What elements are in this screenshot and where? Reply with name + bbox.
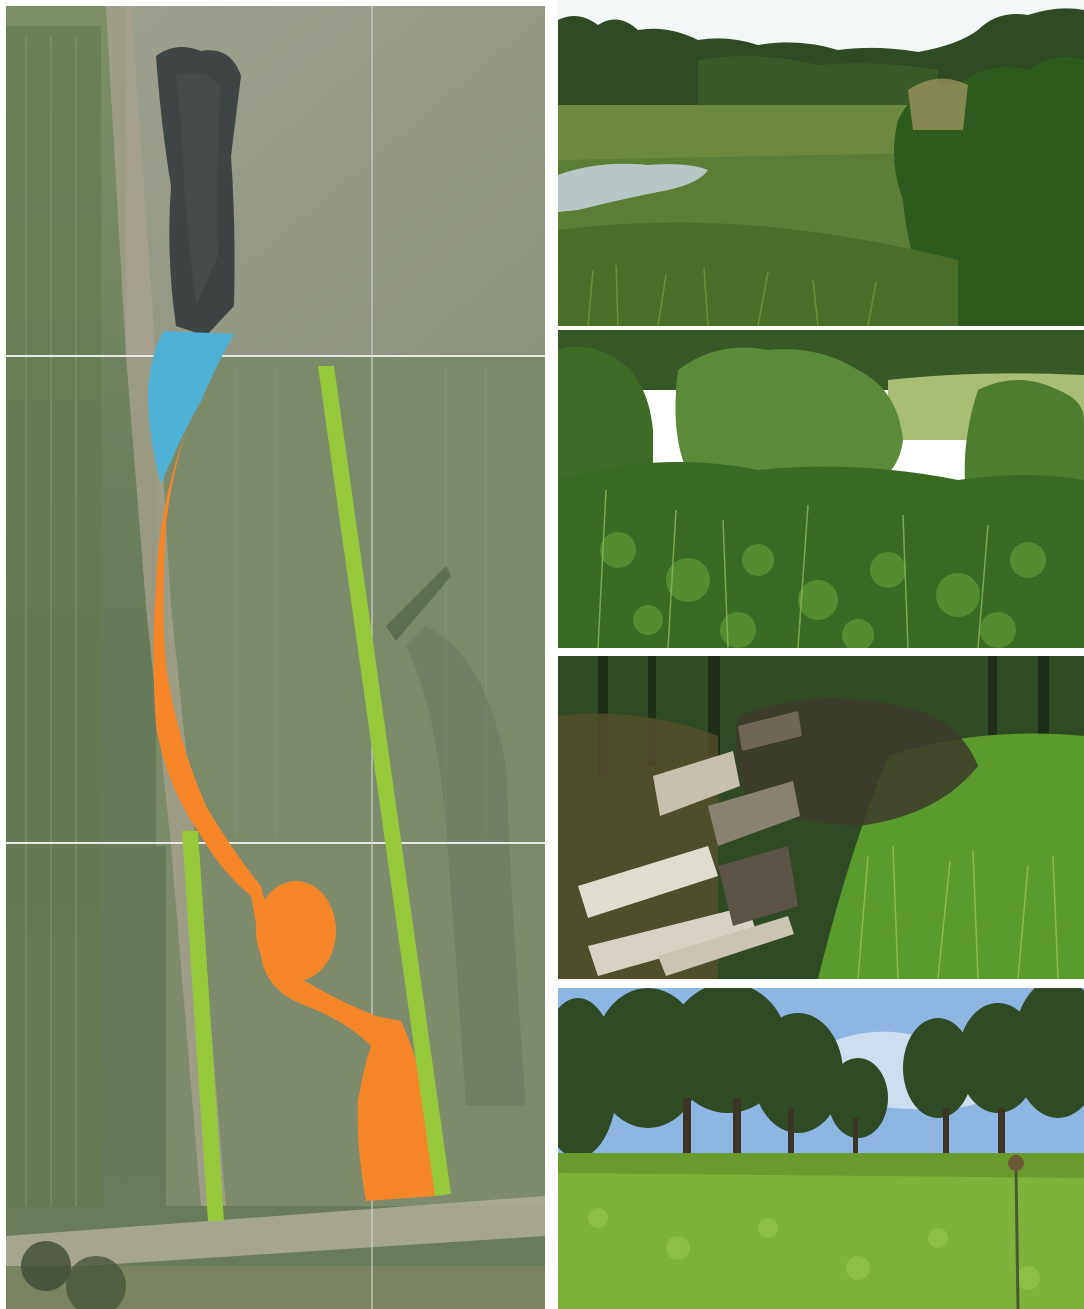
planting-bulge: [256, 881, 336, 981]
deadwood-pile-photo: [558, 656, 1084, 979]
pond-polygon: [148, 331, 234, 484]
pond-water: [558, 163, 708, 212]
wet-meadow-photo: [558, 0, 1084, 326]
tree-crowns: [558, 988, 1084, 1158]
hedge-line-left: [182, 831, 224, 1221]
dry-grass: [908, 78, 968, 130]
nettle-leaves: [600, 532, 1046, 648]
field-strip: [6, 26, 101, 1206]
shrub-hedge-svg: [558, 330, 1084, 648]
deadwood-pile-svg: [558, 656, 1084, 979]
meadow: [558, 1153, 1084, 1309]
meadow-shade: [558, 1153, 1084, 1178]
planting-strip: [153, 426, 436, 1201]
meadow-texture: [588, 1208, 1040, 1290]
grass-blades: [587, 264, 877, 326]
field-texture: [25, 36, 487, 1206]
bush-bottom-left-2: [66, 1256, 126, 1309]
tree-line-light: [698, 56, 938, 110]
tree-row-shadow: [406, 626, 526, 1106]
tree-trunks: [683, 1098, 1005, 1158]
aerial-map-svg: [6, 6, 545, 1309]
bush-bottom-left: [21, 1241, 71, 1291]
hedge-line-right: [318, 366, 451, 1196]
wetland-patch-inner: [176, 72, 221, 307]
willow-shrub: [675, 347, 903, 490]
shrub-hedge-photo: [558, 330, 1084, 648]
foreground-grass: [558, 222, 958, 326]
tree-row-svg: [558, 988, 1084, 1309]
grass-blades: [857, 845, 1059, 979]
tree-shadow: [386, 566, 451, 641]
thistle-head: [1008, 1155, 1024, 1171]
thistle-stem: [1014, 1167, 1020, 1309]
road: [6, 1196, 545, 1271]
aerial-map: [6, 6, 545, 1309]
wet-meadow-svg: [558, 0, 1084, 326]
grass-stems: [597, 489, 989, 648]
logs: [578, 711, 802, 976]
tree-row-photo: [558, 988, 1084, 1309]
